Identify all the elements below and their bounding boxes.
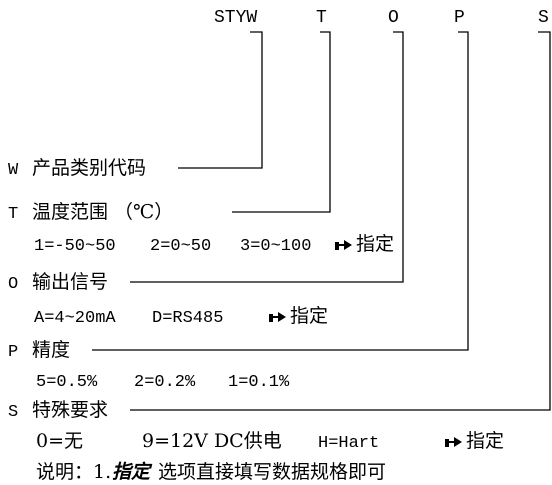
field-title-p: 精度 — [32, 339, 70, 361]
hand-pointing-right-icon — [445, 437, 462, 447]
option-output-a: A=4~20mA — [34, 309, 116, 328]
option-precision-5: 5=0.5% — [36, 373, 98, 392]
field-letter-s: S — [8, 403, 18, 422]
option-special-0: 0=无 — [36, 430, 83, 452]
connector-w — [178, 31, 263, 169]
field-letter-t: T — [8, 205, 18, 224]
option-temp-3: 3=0~100 — [240, 237, 311, 256]
note-keyword: 指定 — [112, 461, 153, 483]
field-title-t: 温度范围 （℃） — [32, 201, 173, 223]
specify-label-special: 指定 — [466, 430, 504, 452]
note-text: 选项直接填写数据规格即可 — [158, 461, 386, 483]
option-precision-1: 1=0.1% — [228, 373, 290, 392]
field-title-w: 产品类别代码 — [32, 157, 146, 179]
segment-t: T — [316, 8, 327, 28]
specify-label-temp: 指定 — [356, 233, 394, 255]
field-letter-w: W — [8, 161, 19, 180]
option-temp-1: 1=-50~50 — [34, 237, 116, 256]
note-prefix: 说明：1. — [36, 461, 111, 483]
option-temp-2: 2=0~50 — [150, 237, 211, 256]
field-title-s: 特殊要求 — [32, 399, 108, 421]
option-output-d: D=RS485 — [152, 309, 223, 328]
segment-p: P — [454, 8, 465, 28]
hand-pointing-right-icon — [269, 312, 286, 322]
field-letter-o: O — [8, 275, 18, 294]
connector-o — [130, 31, 404, 283]
model-prefix: STYW — [214, 8, 257, 28]
field-letter-p: P — [8, 343, 18, 362]
option-special-9: 9=12V DC供电 — [142, 430, 282, 452]
segment-o: O — [388, 8, 399, 28]
connector-t — [232, 31, 331, 213]
connector-s — [130, 31, 551, 411]
option-precision-2: 2=0.2% — [134, 373, 196, 392]
hand-pointing-right-icon — [335, 240, 352, 250]
specify-label-output: 指定 — [290, 305, 328, 327]
field-title-o: 输出信号 — [32, 271, 108, 293]
connector-p — [92, 31, 469, 351]
segment-s: S — [538, 8, 549, 28]
option-special-h: H=Hart — [318, 434, 379, 453]
